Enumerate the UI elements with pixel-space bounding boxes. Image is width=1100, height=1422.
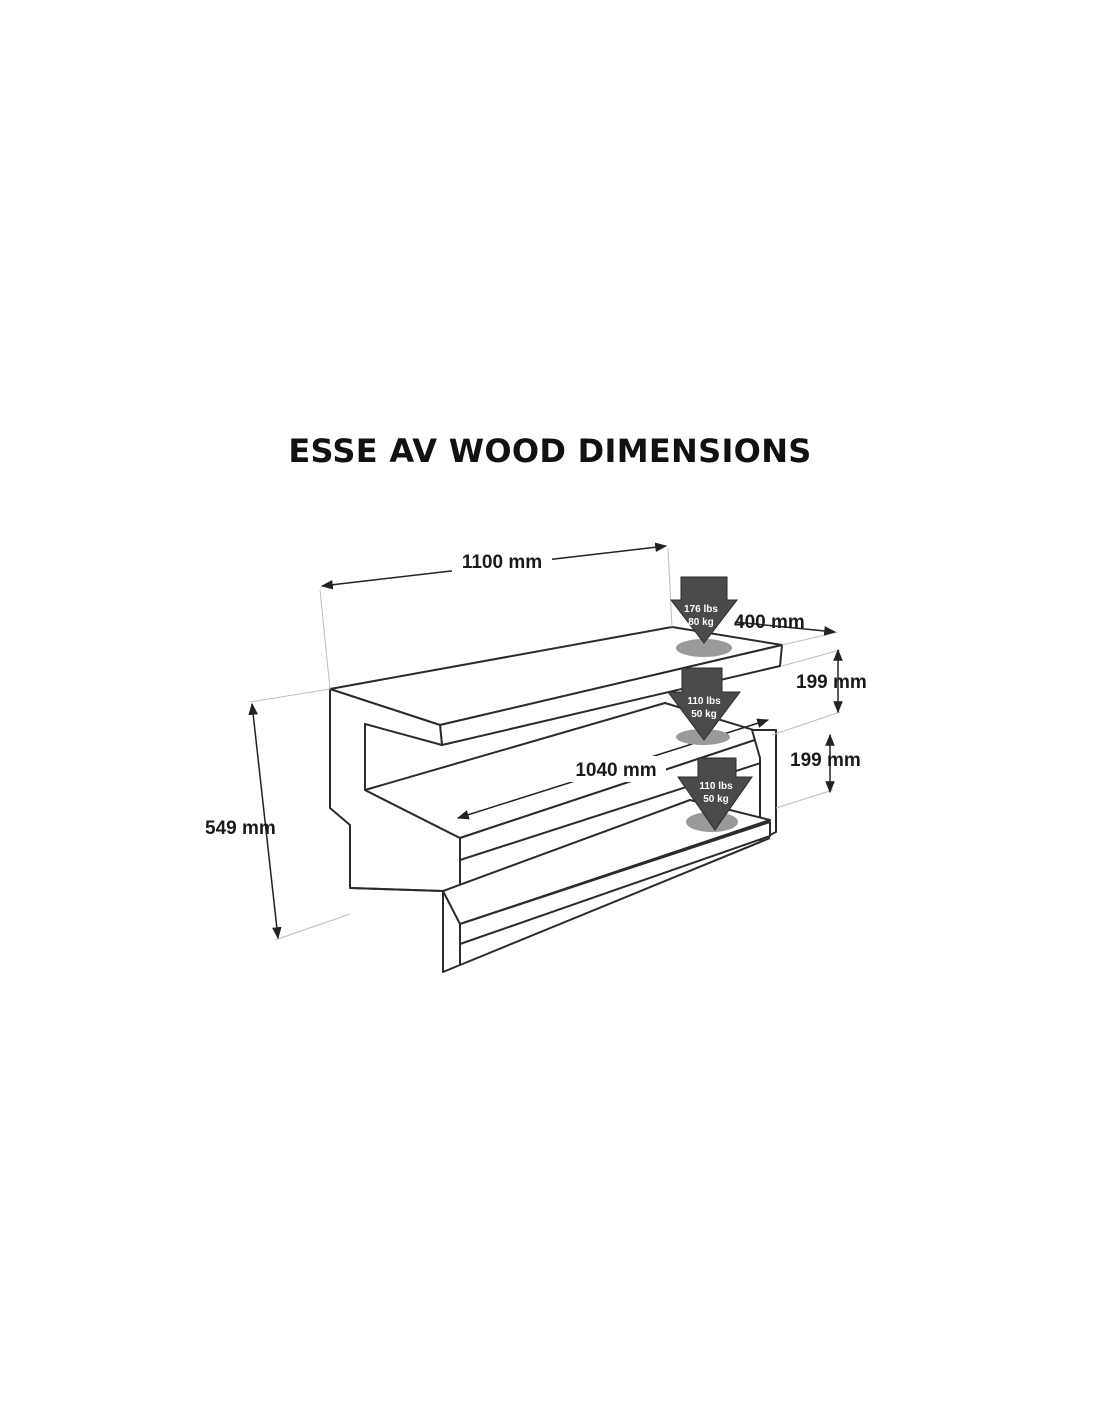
- diagram-title: ESSE AV WOOD DIMENSIONS: [288, 432, 812, 470]
- load-shadow-top: [676, 639, 732, 657]
- inner-width-label: 1040 mm: [575, 760, 656, 781]
- load-middle-kg: 50 kg: [691, 709, 717, 720]
- down-arrow-icon: [667, 667, 741, 741]
- lower-gap-label: 199 mm: [790, 750, 861, 771]
- width-label: 1100 mm: [462, 552, 542, 573]
- load-bottom-lbs: 110 lbs: [699, 781, 733, 792]
- dimension-labels: 1100 mm 400 mm 199 mm 199 mm 1040 mm 549…: [205, 548, 867, 839]
- depth-label: 400 mm: [734, 612, 805, 633]
- bottom-shelf: [442, 799, 771, 966]
- total-height-label: 549 mm: [205, 818, 276, 839]
- height-dimension-line: [248, 702, 282, 940]
- load-indicator-middle: 110 lbs 50 kg: [667, 667, 741, 745]
- left-s-frame: [329, 688, 461, 973]
- load-middle-lbs: 110 lbs: [687, 696, 721, 707]
- upper-gap-label: 199 mm: [796, 672, 867, 693]
- depth-dimension-line: [734, 621, 837, 636]
- load-indicator-bottom: 110 lbs 50 kg: [677, 757, 753, 832]
- load-top-lbs: 176 lbs: [684, 604, 718, 615]
- load-top-kg: 80 kg: [688, 617, 714, 628]
- down-arrow-icon: [677, 757, 753, 831]
- load-indicator-top: 176 lbs 80 kg: [669, 576, 739, 657]
- load-bottom-kg: 50 kg: [703, 794, 729, 805]
- down-arrow-icon: [669, 576, 739, 644]
